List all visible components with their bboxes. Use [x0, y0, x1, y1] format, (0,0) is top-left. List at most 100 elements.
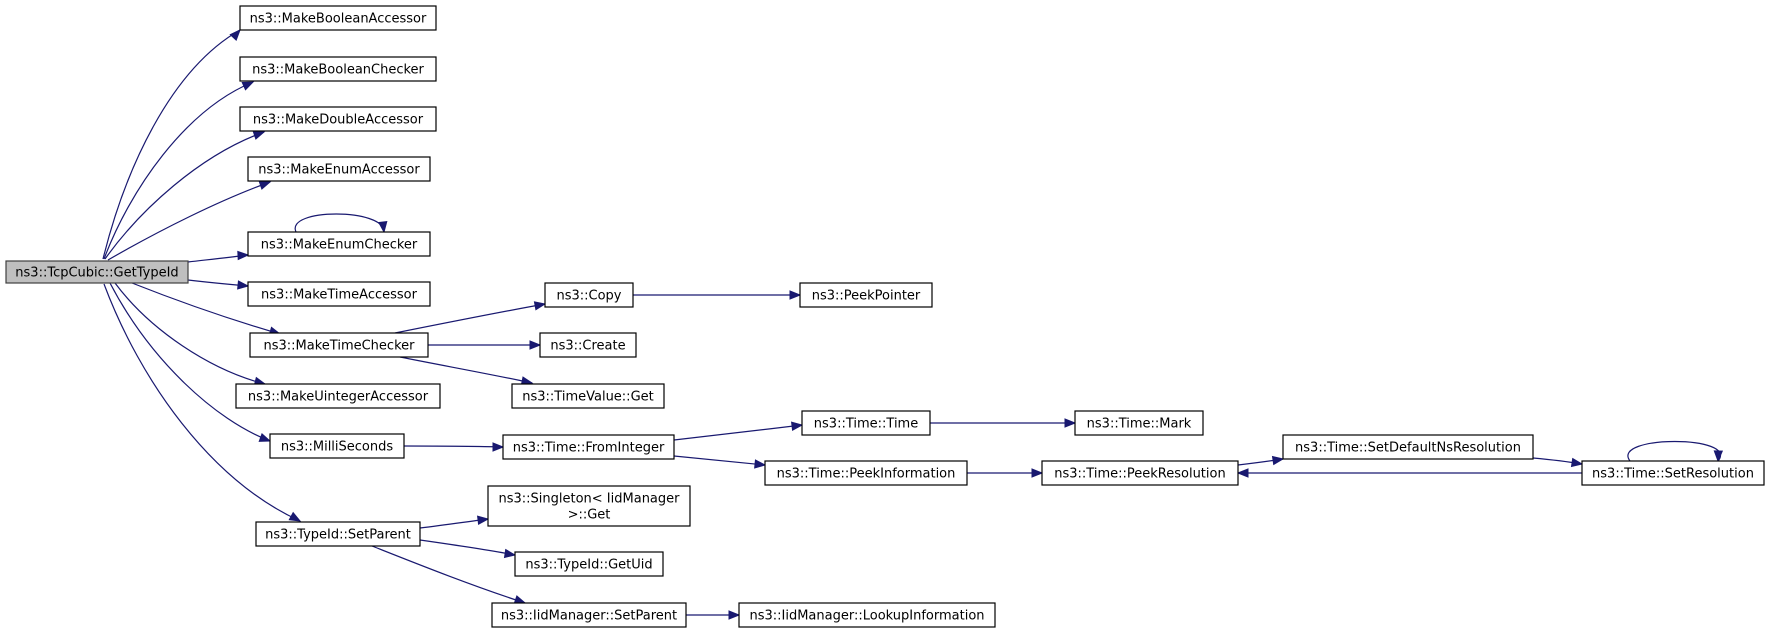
node-box[interactable] [255, 521, 421, 547]
edge-tsp-to-sg [419, 515, 490, 529]
node-box[interactable] [5, 260, 189, 284]
arrowhead [503, 548, 517, 559]
node-label: ns3::Time::Mark [1087, 417, 1192, 432]
node-box[interactable] [247, 156, 431, 182]
arrowhead [258, 432, 272, 442]
edge-copy-to-pp [633, 290, 802, 300]
arrowhead [477, 515, 490, 525]
node-copy[interactable]: ns3::Copy [544, 282, 634, 308]
node-mua[interactable]: ns3::MakeUintegerAccessor [235, 383, 441, 409]
node-box[interactable] [235, 383, 441, 409]
node-box[interactable] [269, 433, 405, 459]
node-label: ns3::MakeBooleanChecker [252, 63, 424, 78]
node-box[interactable] [247, 281, 431, 307]
node-label: ns3::TimeValue::Get [522, 390, 654, 405]
node-box[interactable] [1041, 460, 1239, 486]
node-box[interactable] [799, 282, 933, 308]
arrowhead [728, 610, 741, 620]
node-box[interactable] [239, 106, 437, 132]
edge-line [104, 131, 265, 260]
arrowhead [1713, 450, 1724, 463]
node-box[interactable] [539, 332, 637, 358]
node-cr[interactable]: ns3::Create [539, 332, 637, 358]
node-label: ns3::Time::Time [814, 417, 918, 432]
node-mta[interactable]: ns3::MakeTimeAccessor [247, 281, 431, 307]
arrowhead [229, 29, 241, 41]
node-box[interactable] [239, 5, 437, 31]
edge-tsd-to-tsr [1532, 457, 1584, 468]
edge-root-to-mea [107, 180, 272, 261]
node-box[interactable] [502, 434, 675, 460]
edge-line [394, 303, 546, 334]
node-box[interactable] [738, 602, 996, 628]
node-mec[interactable]: ns3::MakeEnumChecker [247, 231, 431, 257]
edge-line [102, 29, 241, 260]
arrowhead [1236, 468, 1249, 478]
node-label: ns3::TcpCubic::GetTypeId [15, 266, 178, 281]
edge-root-to-mua [114, 282, 267, 386]
call-graph-nodes: ns3::TcpCubic::GetTypeId ns3::MakeBoolean… [5, 5, 1765, 628]
node-ili[interactable]: ns3::IidManager::LookupInformation [738, 602, 996, 628]
node-box[interactable] [1074, 410, 1204, 436]
node-tt[interactable]: ns3::Time::Time [801, 410, 931, 436]
node-mbc[interactable]: ns3::MakeBooleanChecker [239, 56, 437, 82]
node-label: ns3::MakeUintegerAccessor [248, 390, 429, 405]
edge-line [109, 282, 271, 442]
node-label: ns3::MakeBooleanAccessor [250, 12, 427, 27]
node-box[interactable] [514, 551, 664, 577]
edge-mec-to-mec [294, 213, 388, 234]
node-label: ns3::MakeEnumAccessor [258, 163, 420, 178]
node-mea[interactable]: ns3::MakeEnumAccessor [247, 156, 431, 182]
arrowhead [252, 130, 266, 140]
node-box[interactable] [1581, 460, 1765, 486]
node-box[interactable] [801, 410, 931, 436]
node-box[interactable] [544, 282, 634, 308]
node-box[interactable] [247, 231, 431, 257]
node-mba[interactable]: ns3::MakeBooleanAccessor [239, 5, 437, 31]
node-box[interactable] [764, 460, 968, 486]
node-label: >::Get [568, 508, 611, 523]
node-tsr[interactable]: ns3::Time::SetResolution [1581, 460, 1765, 486]
call-graph-edges [102, 29, 1724, 620]
node-label: ns3::Create [550, 339, 625, 354]
node-box[interactable] [511, 383, 665, 409]
edge-root-to-mba [102, 29, 241, 260]
arrowhead [237, 280, 250, 290]
node-tfi[interactable]: ns3::Time::FromInteger [502, 434, 675, 460]
node-box[interactable] [491, 602, 687, 628]
node-mda[interactable]: ns3::MakeDoubleAccessor [239, 106, 437, 132]
node-tvg[interactable]: ns3::TimeValue::Get [511, 383, 665, 409]
node-tsp[interactable]: ns3::TypeId::SetParent [255, 521, 421, 547]
node-box[interactable] [487, 485, 691, 527]
node-tpi[interactable]: ns3::Time::PeekInformation [764, 460, 968, 486]
edge-root-to-mta [187, 279, 250, 290]
node-label: ns3::Time::SetDefaultNsResolution [1295, 441, 1521, 456]
node-mtc[interactable]: ns3::MakeTimeChecker [249, 332, 429, 358]
arrowhead [241, 81, 255, 91]
node-tgu[interactable]: ns3::TypeId::GetUid [514, 551, 664, 577]
edge-tpi-to-tpr [967, 468, 1044, 478]
node-box[interactable] [249, 332, 429, 358]
edge-line [673, 424, 803, 441]
node-root[interactable]: ns3::TcpCubic::GetTypeId [5, 260, 189, 284]
arrowhead [1031, 468, 1044, 478]
node-label: ns3::IidManager::SetParent [501, 609, 677, 624]
edge-isp-to-ili [685, 610, 741, 620]
node-pp[interactable]: ns3::PeekPointer [799, 282, 933, 308]
edge-mtc-to-copy [394, 301, 547, 334]
edge-root-to-mec [187, 250, 250, 263]
node-box[interactable] [239, 56, 437, 82]
node-sg[interactable]: ns3::Singleton< IidManager>::Get [487, 485, 691, 527]
node-box[interactable] [1282, 434, 1534, 460]
edge-ms-to-tfi [403, 442, 505, 452]
edge-line [103, 283, 301, 522]
arrowhead [237, 250, 250, 261]
node-tm[interactable]: ns3::Time::Mark [1074, 410, 1204, 436]
node-label: ns3::TypeId::SetParent [265, 528, 411, 543]
node-ms[interactable]: ns3::MilliSeconds [269, 433, 405, 459]
node-tpr[interactable]: ns3::Time::PeekResolution [1041, 460, 1239, 486]
edge-line [419, 539, 516, 556]
edge-line [673, 455, 766, 466]
node-tsd[interactable]: ns3::Time::SetDefaultNsResolution [1282, 434, 1534, 460]
node-isp[interactable]: ns3::IidManager::SetParent [491, 602, 687, 628]
